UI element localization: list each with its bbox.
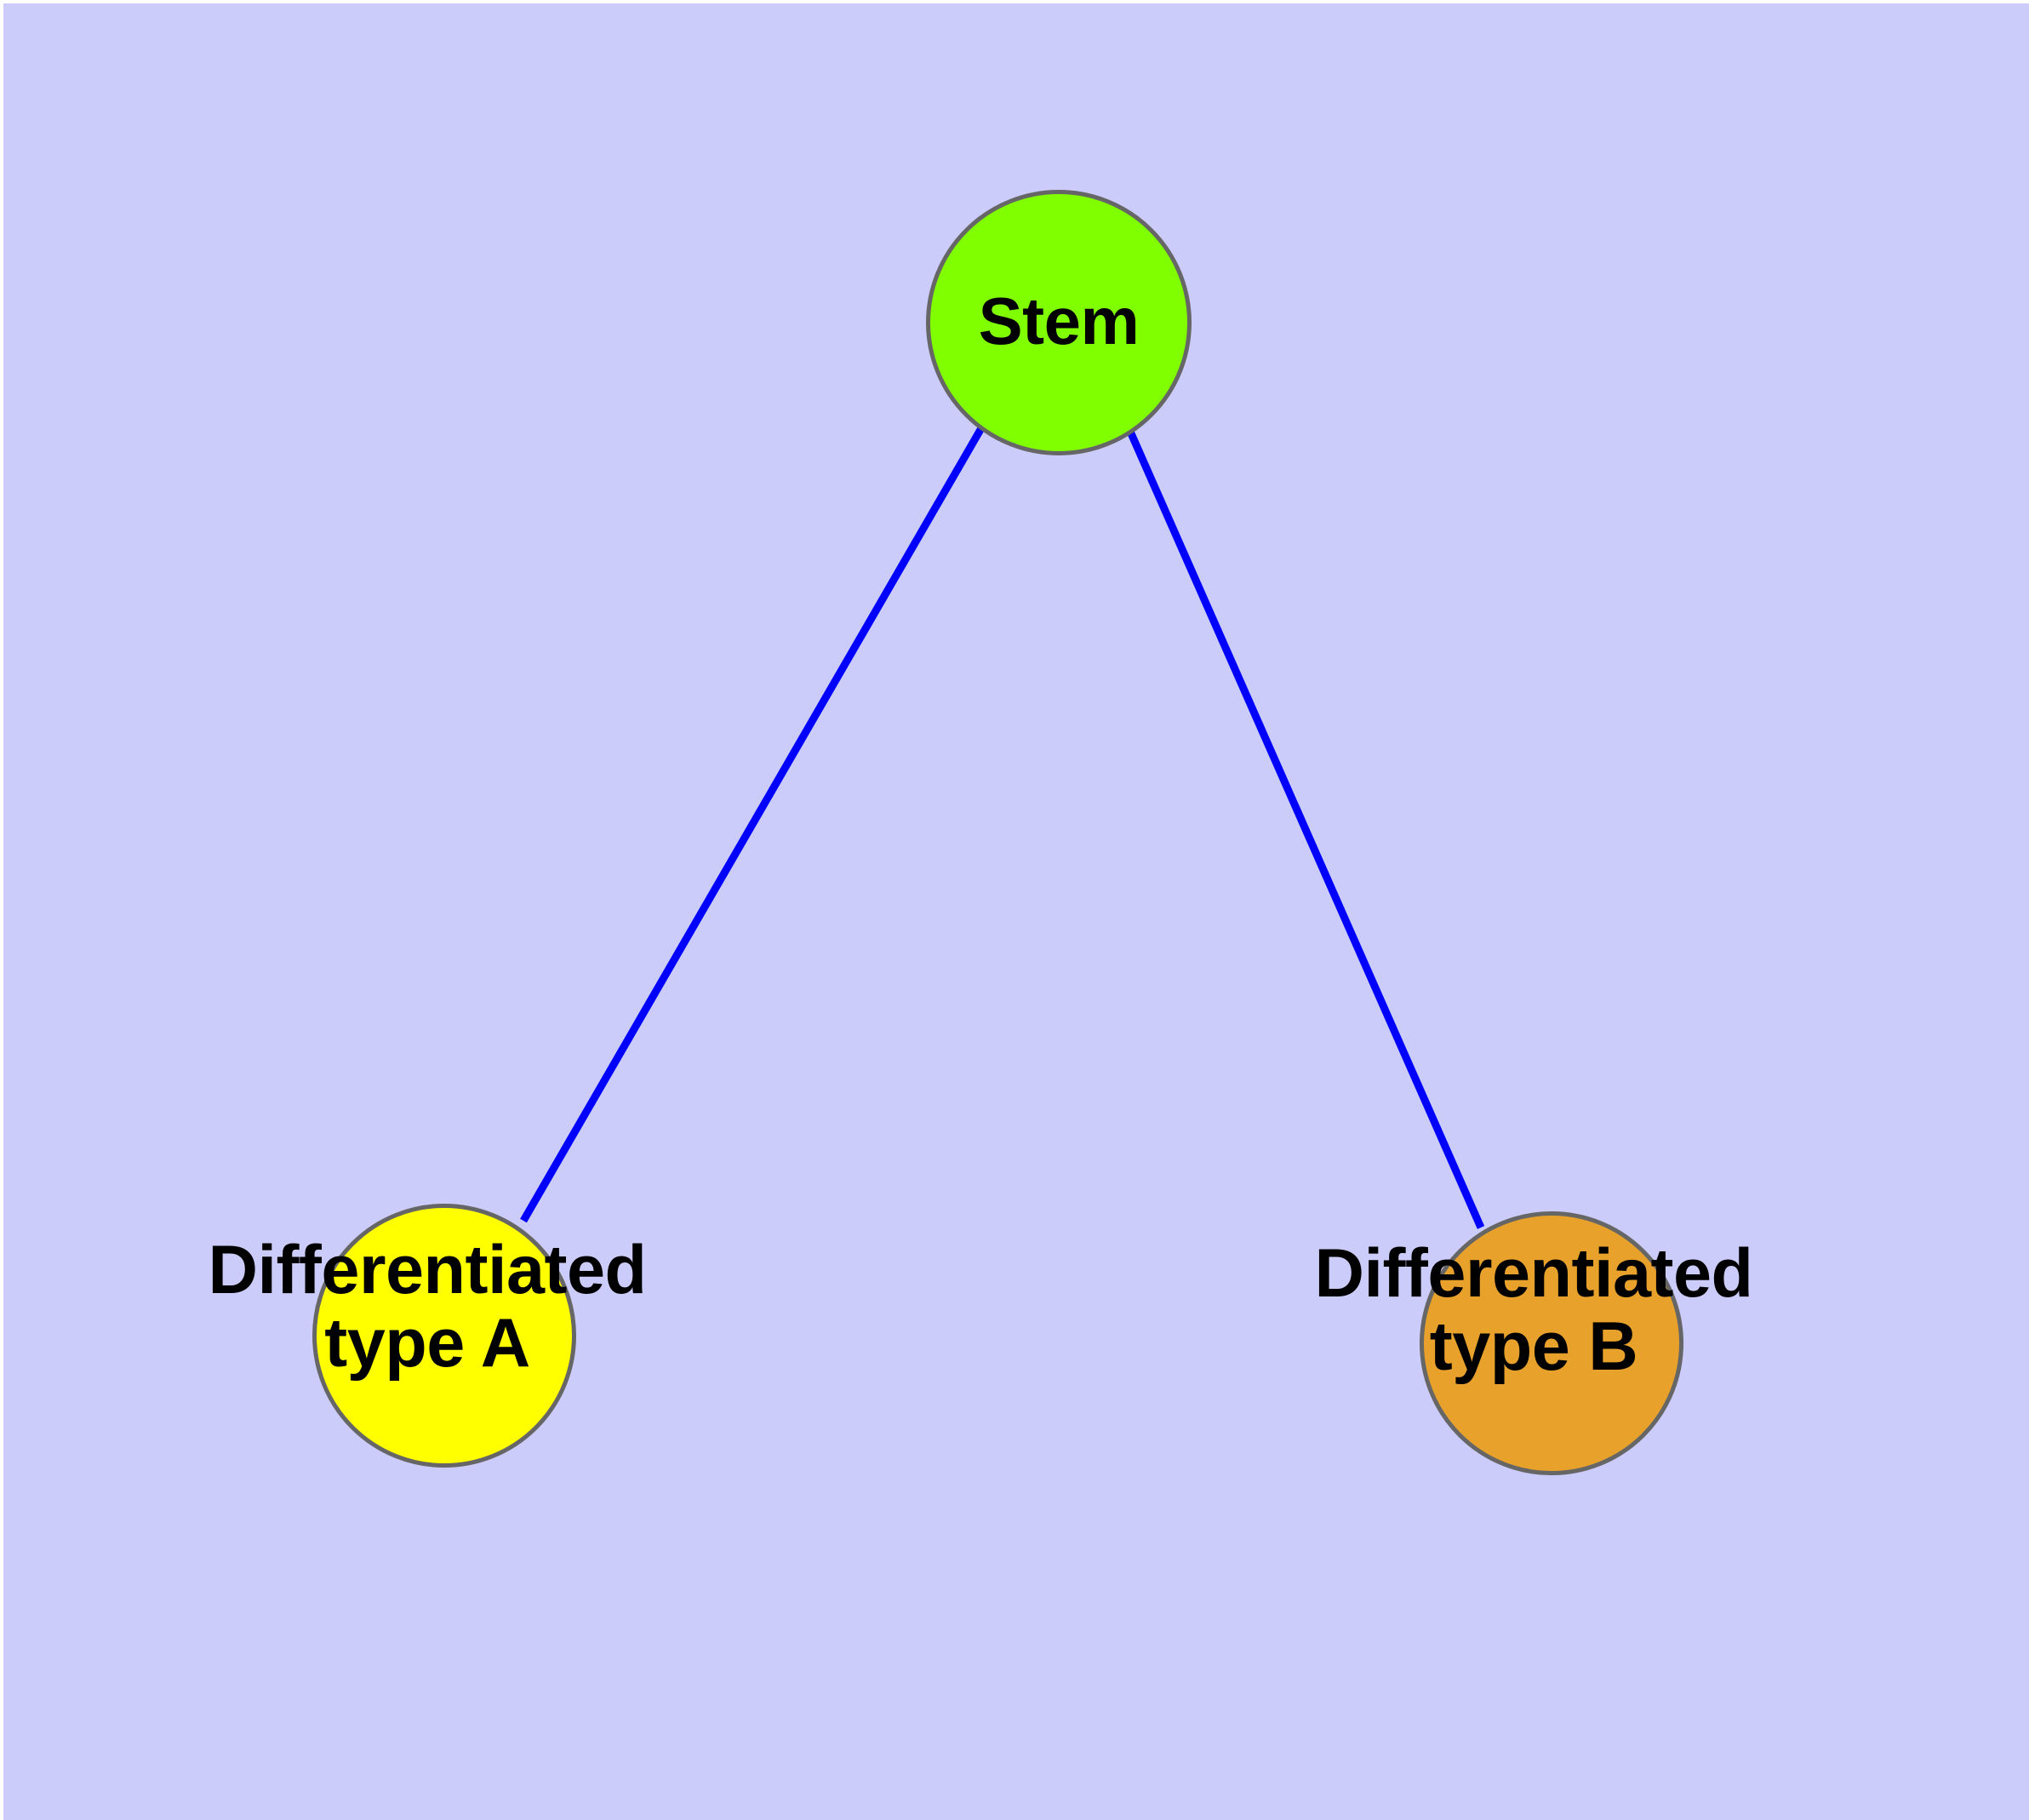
node-stem-label: Stem [926, 286, 1192, 357]
node-differentiated-type-a-label-line-1: Differentiated [208, 1232, 647, 1308]
node-differentiated-type-b-label-line-1: Differentiated [1314, 1235, 1753, 1312]
node-differentiated-type-a-label-line-2: type A [324, 1304, 530, 1382]
node-differentiated-type-a-label: Differentiated type A [129, 1232, 725, 1382]
node-differentiated-type-a[interactable] [312, 1204, 576, 1468]
node-stem-label-line-1: Stem [978, 283, 1140, 358]
node-differentiated-type-b-label-line-2: type B [1429, 1308, 1638, 1385]
edge-stem-to-differentiated-type-b [1123, 424, 1485, 1229]
edge-stem-to-differentiated-type-a [520, 426, 985, 1223]
node-stem[interactable] [926, 190, 1192, 455]
edge-layer [520, 424, 1485, 1229]
node-differentiated-type-b-label: Differentiated type B [1236, 1235, 1832, 1385]
node-differentiated-type-b[interactable] [1420, 1211, 1683, 1475]
